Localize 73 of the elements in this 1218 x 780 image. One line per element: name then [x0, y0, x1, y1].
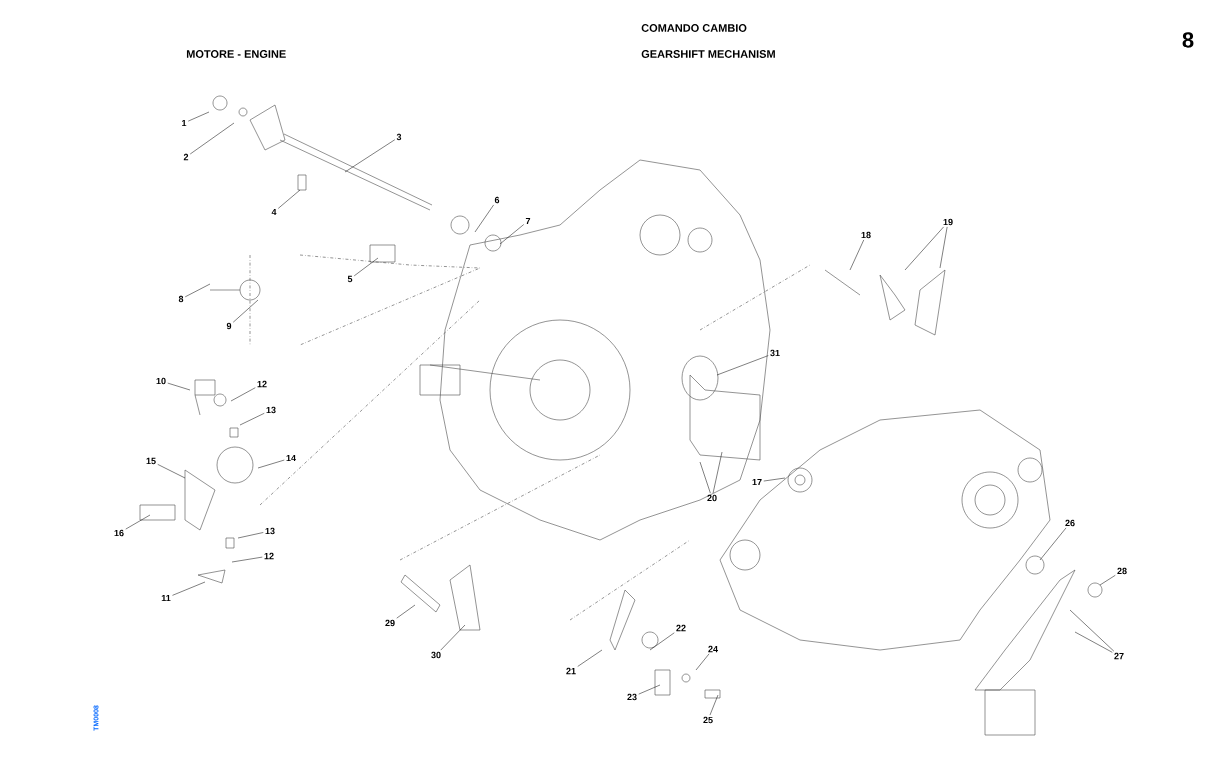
- callout-number: 21: [566, 667, 576, 675]
- page-number: 8: [1182, 32, 1194, 48]
- leader-line: [474, 204, 494, 233]
- callout-number: 4: [271, 208, 277, 216]
- header-text: MOTORE - ENGINE: [186, 50, 286, 58]
- callout-number: 19: [943, 218, 953, 226]
- callout-number: 5: [347, 275, 353, 283]
- callout-number: 2: [183, 153, 189, 161]
- leader-line: [695, 653, 710, 671]
- leader-line: [849, 239, 865, 271]
- callout-number: 18: [861, 231, 871, 239]
- leader-line: [237, 532, 264, 539]
- leader-line: [187, 111, 210, 122]
- callout-number: 11: [161, 594, 171, 602]
- leader-line: [716, 355, 769, 376]
- leader-line: [1099, 575, 1116, 586]
- leader-line: [577, 649, 603, 667]
- leader-line: [440, 624, 466, 651]
- leader-line: [1039, 527, 1067, 561]
- callout-number: 13: [266, 406, 276, 414]
- callout-number: 23: [627, 693, 637, 701]
- callout-number: 12: [264, 552, 274, 560]
- callout-number: 27: [1114, 652, 1124, 660]
- callout-number: 25: [703, 716, 713, 724]
- leader-line: [257, 459, 285, 469]
- leader-line: [189, 122, 235, 155]
- callout-number: 16: [114, 529, 124, 537]
- leader-line: [172, 581, 206, 596]
- leader-line: [712, 451, 723, 494]
- leader-line: [239, 413, 265, 426]
- callout-number: 24: [708, 645, 718, 653]
- callout-number: 9: [226, 322, 232, 330]
- callout-number: 30: [431, 651, 441, 659]
- header-text: GEARSHIFT MECHANISM: [641, 50, 775, 58]
- leader-line: [353, 257, 379, 277]
- callout-number: 3: [396, 133, 402, 141]
- callout-number: 14: [286, 454, 296, 462]
- leader-line: [157, 464, 186, 479]
- callout-number: 26: [1065, 519, 1075, 527]
- leader-line: [499, 224, 525, 245]
- leader-line: [699, 461, 711, 494]
- leader-line: [939, 226, 948, 269]
- leader-line: [1074, 631, 1113, 653]
- callout-number: 28: [1117, 567, 1127, 575]
- leader-line: [167, 382, 191, 391]
- callout-number: 22: [676, 624, 686, 632]
- leader-line: [1069, 609, 1115, 652]
- leader-line: [344, 139, 396, 173]
- header-text: COMANDO CAMBIO: [641, 24, 747, 32]
- leader-line: [277, 189, 301, 209]
- callout-number: 1: [182, 119, 187, 127]
- callout-number: 7: [525, 217, 531, 225]
- leader-line: [763, 477, 786, 482]
- leader-line: [125, 514, 151, 530]
- leader-line: [396, 604, 416, 619]
- leader-line: [649, 632, 675, 651]
- callout-number: 8: [178, 295, 184, 303]
- leader-line: [638, 684, 661, 695]
- callout-number: 29: [385, 619, 395, 627]
- leader-line: [904, 226, 944, 271]
- callout-number: 6: [494, 196, 500, 204]
- leader-line: [709, 694, 719, 716]
- leader-line: [184, 283, 211, 298]
- callout-number: 15: [146, 457, 156, 465]
- callout-number: 12: [257, 380, 267, 388]
- callout-number: 20: [707, 494, 717, 502]
- leader-line: [230, 387, 256, 402]
- leader-line: [232, 299, 259, 323]
- callout-number: 17: [752, 478, 762, 486]
- callout-number: 31: [770, 349, 780, 357]
- callout-number: 13: [265, 527, 275, 535]
- callout-number: 10: [156, 377, 166, 385]
- leader-line: [231, 556, 263, 563]
